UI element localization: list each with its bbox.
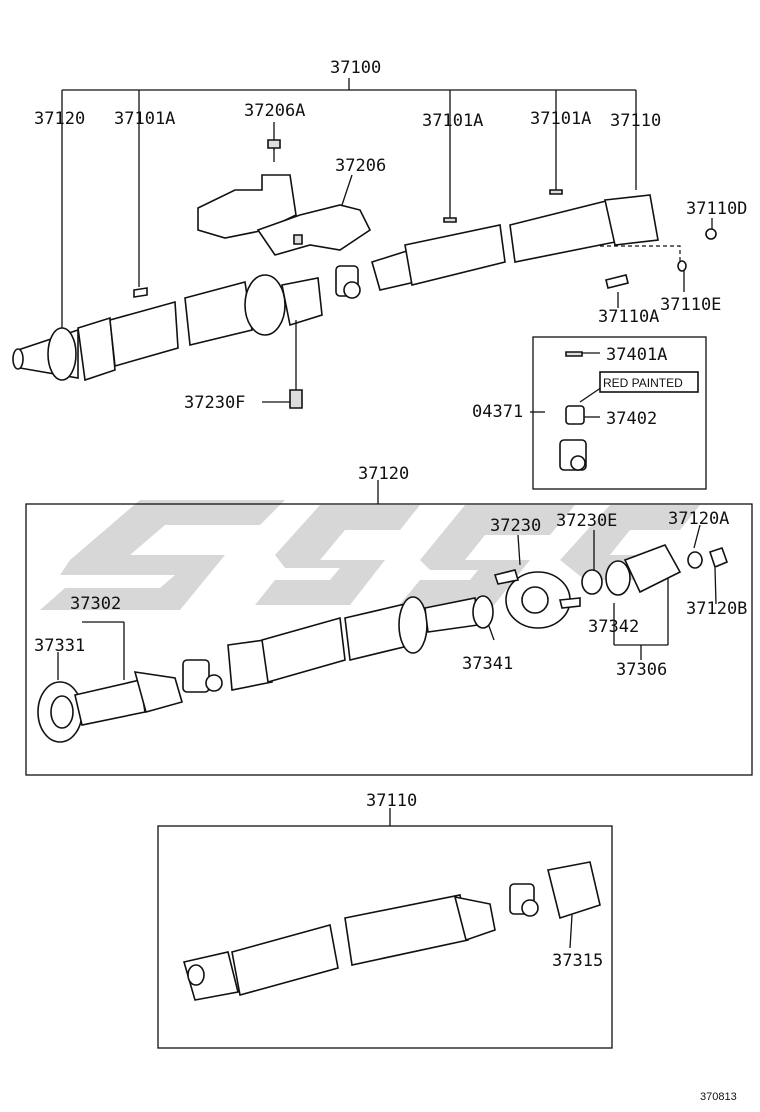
spider-kit-box	[532, 336, 707, 490]
label-37206a: 37206A	[244, 101, 305, 121]
label-37110a: 37110A	[598, 307, 659, 327]
label-37110d: 37110D	[686, 199, 747, 219]
front-section-frame	[157, 808, 613, 1049]
labels-front: 37110 37315 370813	[366, 791, 737, 1103]
label-37230e: 37230E	[556, 511, 617, 531]
figure-code: 370813	[700, 1091, 737, 1103]
label-37341: 37341	[462, 654, 513, 674]
label-37110-top: 37110	[610, 111, 661, 131]
spider-top	[335, 265, 361, 299]
label-37101a-1: 37101A	[114, 109, 175, 129]
label-37110-section: 37110	[366, 791, 417, 811]
label-37120a: 37120A	[668, 509, 729, 529]
label-37120-top: 37120	[34, 109, 85, 129]
label-37402: 37402	[606, 409, 657, 429]
label-37315: 37315	[552, 951, 603, 971]
front-shaft-top	[371, 189, 717, 291]
label-37306: 37306	[616, 660, 667, 680]
watermark-logo	[40, 500, 700, 610]
labels-rear: 37120 37302 37331 37230 37230E 37120A 37…	[34, 464, 747, 680]
rear-shaft-parts	[37, 544, 729, 743]
label-37302: 37302	[70, 594, 121, 614]
label-37342: 37342	[588, 617, 639, 637]
label-37230: 37230	[490, 516, 541, 536]
label-37120-section: 37120	[358, 464, 409, 484]
label-37101a-3: 37101A	[530, 109, 591, 129]
front-shaft-parts	[182, 861, 601, 1001]
label-red-painted: RED PAINTED	[603, 376, 683, 390]
label-37331: 37331	[34, 636, 85, 656]
label-37101a-2: 37101A	[422, 111, 483, 131]
label-37110e: 37110E	[660, 295, 721, 315]
center-bracket-top	[197, 139, 372, 409]
label-37100: 37100	[330, 58, 381, 78]
label-04371: 04371	[472, 402, 523, 422]
rear-shaft-top	[12, 274, 323, 382]
label-37401a: 37401A	[606, 345, 667, 365]
label-37230f: 37230F	[184, 393, 245, 413]
labels-top: 37100 37120 37101A 37206A 37206 37101A 3…	[34, 58, 747, 429]
label-37120b: 37120B	[686, 599, 747, 619]
label-37206: 37206	[335, 156, 386, 176]
